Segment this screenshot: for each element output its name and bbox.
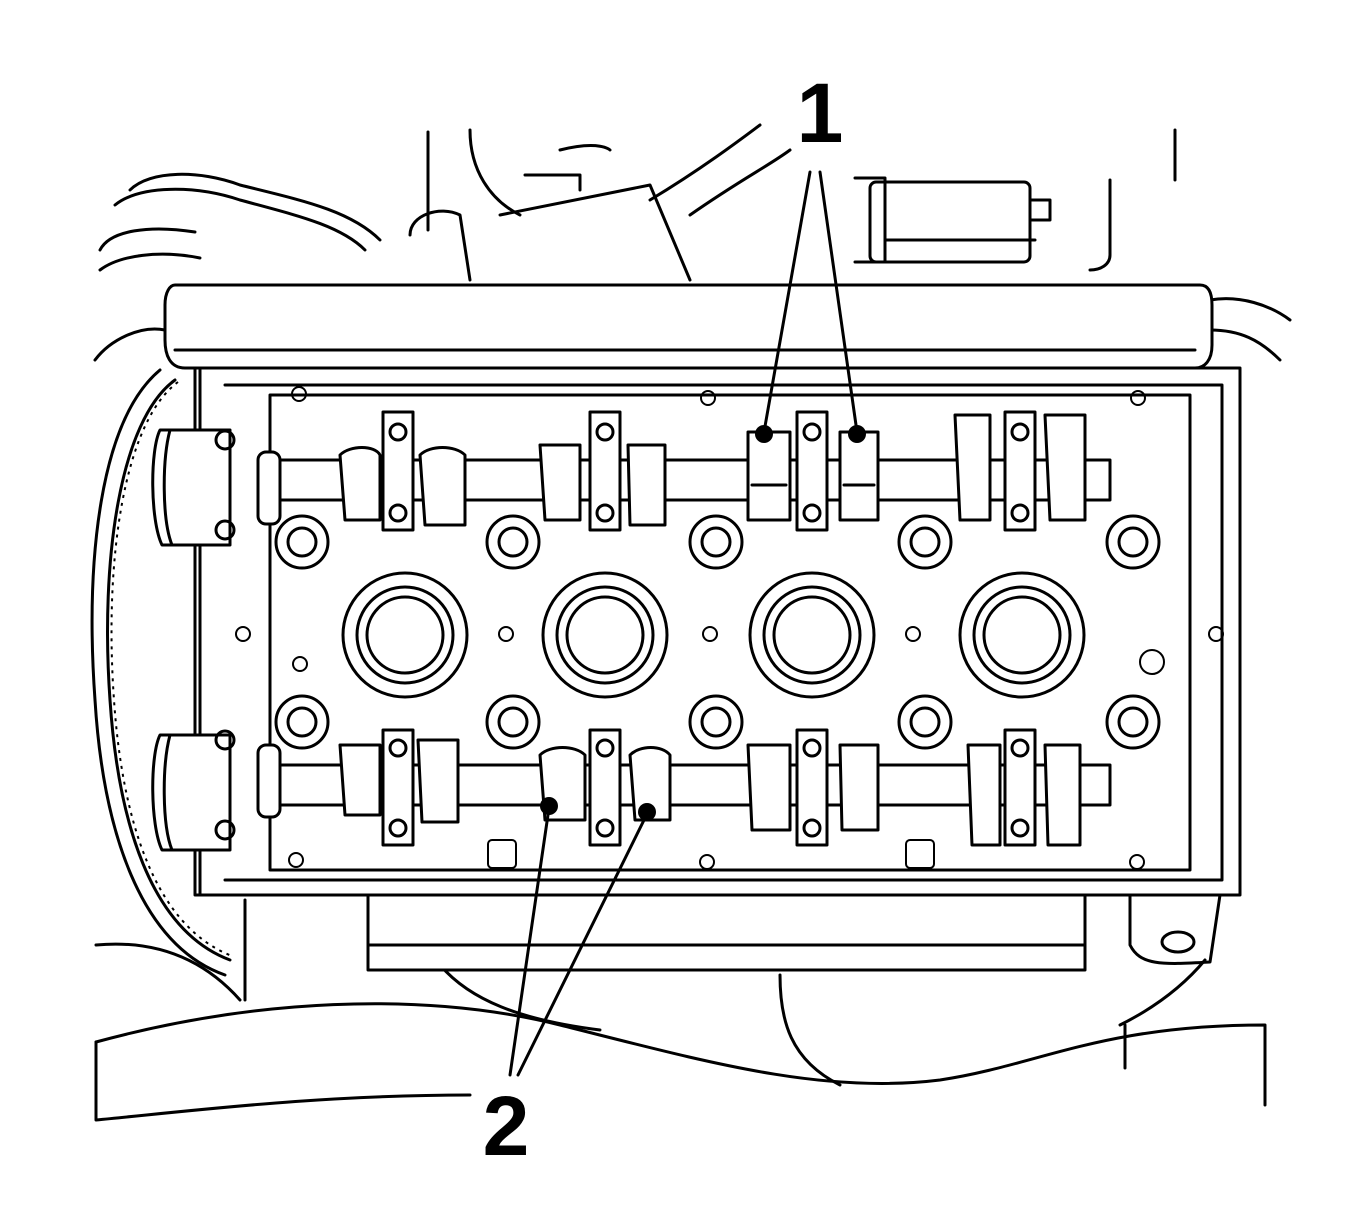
callout-1-leader-left [762,170,812,434]
background-engine-outline [93,123,1292,1122]
callout-1-point-left [755,425,773,443]
callout-1-label: 1 [797,66,844,160]
gasket-holes [235,386,1224,870]
callout-2-point-left [540,797,558,815]
head-bolt [897,514,953,570]
callout-1: 1 [755,66,866,443]
head-bolt [1105,514,1161,570]
callout-1-point-right [848,425,866,443]
head-bolt [688,514,744,570]
spark-plug-wells [292,571,1086,699]
intake-rail [163,283,1214,370]
head-bolt [485,514,541,570]
callout-2-label: 2 [483,1079,530,1173]
spark-plug-well-1 [341,571,469,699]
head-bolt [1105,694,1161,750]
callout-2-leader-left [508,806,551,1077]
head-bolt [274,694,330,750]
head-bolt [485,694,541,750]
spark-plug-well-4 [958,571,1086,699]
head-bolts [274,514,1161,750]
head-bolt [274,514,330,570]
head-bolt [897,694,953,750]
callout-2: 2 [483,797,656,1173]
callout-2-point-right [638,803,656,821]
wiring-harness [90,368,233,977]
head-bolt [688,694,744,750]
spark-plug-well-3 [748,571,876,699]
lower-camshaft [151,728,1112,852]
valve-cover-gasket [268,393,1192,872]
callout-2-leader-right [516,812,649,1077]
spark-plug-well-2 [541,571,669,699]
callout-1-leader-right [818,170,859,434]
